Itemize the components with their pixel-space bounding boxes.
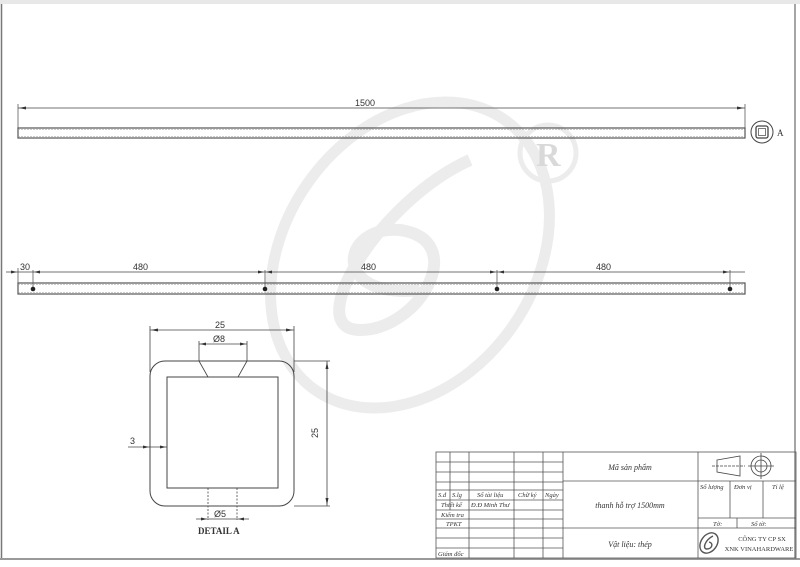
- header-slg: S.lg: [452, 492, 463, 499]
- detail-a: [128, 326, 330, 521]
- dim-spacing-3: 480: [596, 262, 611, 272]
- company-name-line2: XNK VINAHARDWARE: [725, 546, 794, 553]
- header-signature: Chữ ký: [518, 492, 537, 499]
- detail-top-hole-dim: Ø8: [213, 334, 225, 344]
- header-sd: S.đ: [438, 492, 447, 499]
- detail-wall-dim: 3: [130, 436, 135, 446]
- quantity-label: Số lượng: [700, 484, 724, 491]
- director-label: Giám đốc: [438, 551, 464, 558]
- detail-title: DETAIL A: [198, 526, 240, 536]
- product-name: thanh hỗ trợ 1500mm: [595, 501, 665, 510]
- section-marker-label: A: [777, 128, 784, 138]
- sheet-count-label: Số tờ:: [751, 521, 767, 528]
- dim-spacing-2: 480: [361, 262, 376, 272]
- unit-label: Đơn vị: [733, 484, 752, 491]
- designer-label: Thiết kế: [441, 502, 463, 509]
- detail-bottom-hole-dim: Ø5: [214, 509, 226, 519]
- dim-spacing-1: 480: [133, 262, 148, 272]
- dim-edge-offset: 30: [20, 262, 30, 272]
- sheet-label: Tờ:: [713, 521, 722, 528]
- material-label: Vật liệu: thép: [608, 540, 652, 549]
- header-doc-no: Số tài liệu: [477, 492, 504, 499]
- detail-height-dim: 25: [310, 428, 320, 438]
- tpkt-label: TPKT: [446, 521, 462, 528]
- company-name-line1: CÔNG TY CP SX: [738, 535, 786, 543]
- header-date: Ngày: [544, 492, 559, 499]
- company-logo-icon: [699, 532, 719, 554]
- top-view: 1500 A: [17, 98, 784, 144]
- scale-label: Tỉ lệ: [772, 484, 784, 491]
- dim-length: 1500: [355, 98, 375, 108]
- detail-width-dim: 25: [215, 320, 225, 330]
- projection-symbol-icon: [712, 453, 774, 479]
- title-block: [435, 451, 797, 559]
- product-code-label: Mã sản phẩm: [607, 463, 652, 472]
- designer-name: Đ.Đ Minh Thư: [470, 502, 510, 509]
- svg-text:R: R: [536, 137, 561, 174]
- checker-label: Kiểm tra: [440, 512, 464, 519]
- hole-spacing-view: 30 480 480 480: [6, 262, 746, 295]
